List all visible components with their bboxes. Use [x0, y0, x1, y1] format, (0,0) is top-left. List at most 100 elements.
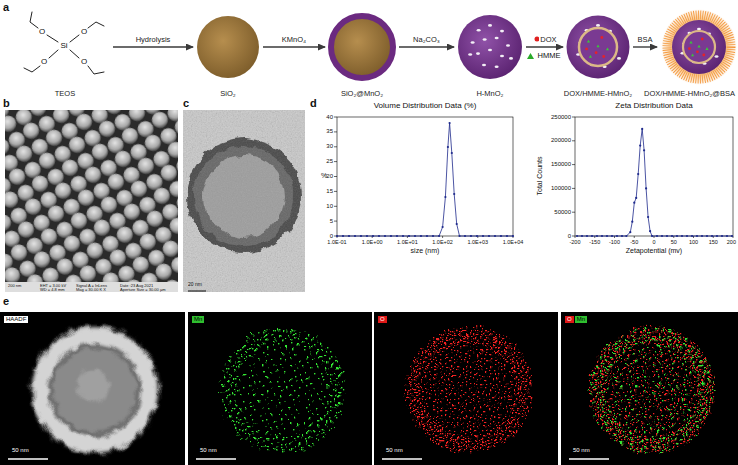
figure-circle [579, 28, 617, 66]
tick-label: 250000 [551, 114, 571, 121]
figure-path [587, 40, 590, 43]
reaction-arrow [113, 46, 193, 47]
figure-circle [585, 48, 588, 51]
figure-line [569, 458, 609, 460]
figure-ellipse [468, 53, 472, 56]
figure-circle [53, 348, 137, 432]
reaction-arrow [526, 46, 563, 47]
tem-grain [183, 110, 305, 292]
scale-label: 50 nm [200, 447, 217, 454]
tick-label: 150000 [551, 161, 571, 168]
tick-label: 1.0E+03 [467, 239, 488, 245]
zeta-chart [572, 117, 733, 238]
zeta-curve [577, 129, 732, 236]
tick-marks [572, 117, 733, 238]
o-map [405, 326, 533, 454]
figure-circle [595, 51, 598, 54]
arrow-label: DOX [539, 35, 557, 44]
sem-info: 200 nm [8, 284, 21, 289]
particle-node: DOX/HMME-HMnO₂ [566, 15, 630, 79]
figure-path [689, 41, 692, 44]
particle-label: DOX/HMME-HMnO₂ [564, 89, 632, 98]
figure-line [382, 458, 422, 460]
reaction-arrow [399, 46, 454, 47]
figure-circle [661, 9, 737, 85]
size-chart [334, 117, 513, 238]
tick-label: -100 [609, 239, 620, 245]
tick-label: 200 [727, 239, 736, 245]
panel-letter: a [3, 1, 9, 14]
tick-label: 40 [326, 114, 333, 121]
axis-title: % [321, 172, 327, 180]
tick-label: 100 [689, 239, 698, 245]
particle-node: DOX/HMME-HMnO₂@BSA [660, 8, 738, 86]
sem-info: Mag = 30.00 K X [76, 288, 106, 293]
figure-circle [567, 16, 630, 79]
tick-label: 0 [568, 233, 571, 240]
figure-circle [219, 326, 347, 454]
panel-ground [374, 312, 558, 465]
figure-circle [600, 36, 603, 39]
figure-ellipse [617, 57, 621, 60]
tick-label: 10 [326, 203, 333, 210]
figure-circle [696, 50, 699, 53]
figure-path [697, 45, 700, 48]
channel-tag: Mn [575, 316, 587, 323]
figure-g [681, 28, 719, 65]
tick-label: -150 [589, 239, 600, 245]
tick-label: -50 [630, 239, 638, 245]
tem-image [183, 110, 305, 292]
tick-label: 100000 [551, 185, 571, 192]
figure-circle [41, 336, 149, 444]
scale-label: 20 nm [188, 282, 202, 288]
tick-label: 50 [671, 239, 677, 245]
figure-ellipse [715, 55, 719, 58]
silica-particle [196, 15, 260, 79]
figure-circle [683, 31, 715, 63]
figure-ellipse [500, 55, 504, 58]
figure-circle [588, 326, 716, 454]
tick-label: 0 [652, 239, 655, 245]
figure-g [31, 326, 159, 454]
scale-label: 50 nm [386, 447, 403, 454]
scale-label: 50 nm [573, 447, 590, 454]
particle-label: DOX/HMME-HMnO₂@BSA [644, 89, 735, 98]
arrow-label: BSA [636, 35, 653, 44]
tick-label: 30 [326, 143, 333, 150]
figure-circle [77, 370, 109, 402]
panel-letter: b [3, 97, 10, 110]
tick-label: 15 [326, 188, 333, 195]
figure-circle [667, 15, 731, 79]
sem-ground [5, 110, 178, 292]
tick-label: 1.0E-01 [327, 239, 346, 245]
chart-title: Volume Distribution Data (%) [374, 101, 477, 110]
tick-label: 150 [709, 239, 718, 245]
sem-info: Aperture Size = 30.00 µm [120, 288, 166, 293]
loaded-particle [566, 15, 630, 79]
coated-particle [328, 13, 396, 81]
axis-title: Zetapotential (mv) [626, 247, 682, 255]
figure-ellipse [488, 24, 492, 27]
tick-marks [334, 117, 513, 238]
figure-g [468, 24, 513, 68]
particle-label: H-MnO₂ [476, 89, 503, 98]
figure-circle [197, 16, 259, 78]
tem-grain [183, 110, 305, 292]
panel-ground [561, 312, 738, 465]
particle-label: SiO₂@MnO₂ [341, 89, 383, 98]
arrow-label: Hydrolysis [135, 35, 172, 44]
reaction-arrow [633, 46, 657, 47]
channel-tag: HAADF [4, 316, 28, 323]
figure-circle [598, 336, 706, 444]
figure-line [8, 458, 48, 460]
chart-title: Zeta Distribution Data [615, 101, 692, 110]
panel-ground [188, 312, 372, 465]
figure-g [576, 24, 621, 68]
coated-loaded-particle [660, 8, 738, 86]
figure-circle [588, 326, 716, 454]
particle-label: TEOS [55, 89, 75, 98]
channel-tag: O [378, 316, 387, 323]
atom-symbol: O [81, 27, 87, 36]
tick-label: -200 [569, 239, 580, 245]
